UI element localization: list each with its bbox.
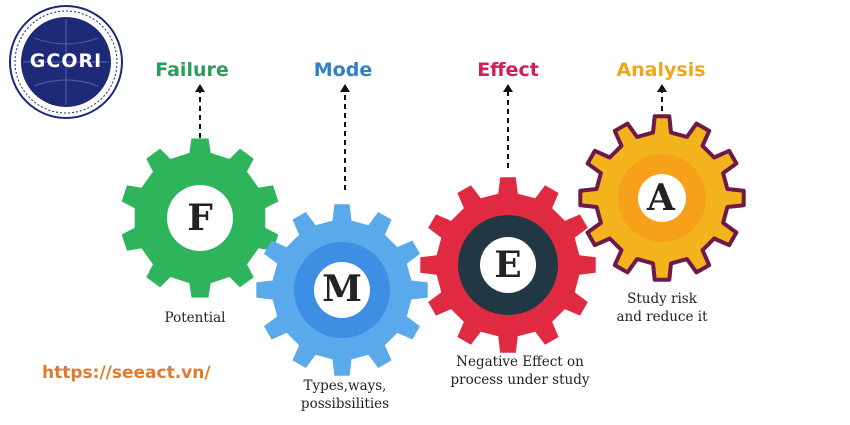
letter-a: A (647, 177, 675, 219)
caption-failure: Potential (164, 310, 226, 326)
caption-effect-line-2: process under study (450, 372, 590, 388)
logo-text: GCORI (29, 50, 103, 72)
connector-lines (195, 84, 667, 190)
logo-globe-lines (23, 19, 109, 105)
word-failure: Failure (155, 59, 229, 81)
letter-m: M (322, 268, 362, 310)
caption-analysis: Study risk and reduce it (607, 290, 717, 326)
word-mode: Mode (313, 59, 373, 81)
website-link[interactable]: https://seeact.vn/ (42, 363, 211, 383)
arrowhead-analysis (657, 84, 667, 92)
arrowhead-mode (340, 84, 350, 92)
arrowhead-failure (195, 84, 205, 92)
gear-effect-hub (480, 237, 536, 293)
logo-inner-ring (14, 10, 118, 114)
word-effect: Effect (477, 59, 539, 81)
caption-effect-line-1: Negative Effect on (456, 354, 584, 370)
letter-e: E (494, 244, 522, 286)
caption-effect: Negative Effect on process under study (440, 353, 600, 389)
caption-mode: Types,ways, possibsilities (280, 377, 410, 413)
caption-analysis-line-1: Study risk (627, 291, 697, 307)
gear-mode-hub (314, 262, 370, 318)
letter-f: F (187, 197, 213, 239)
gear-failure-hub (167, 185, 233, 251)
gear-analysis-hub (638, 174, 686, 222)
word-analysis: Analysis (616, 59, 706, 81)
caption-mode-line-1: Types,ways, (303, 378, 387, 394)
arrowhead-effect (503, 84, 513, 92)
caption-analysis-line-2: and reduce it (616, 309, 708, 325)
caption-mode-line-2: possibsilities (300, 396, 390, 412)
